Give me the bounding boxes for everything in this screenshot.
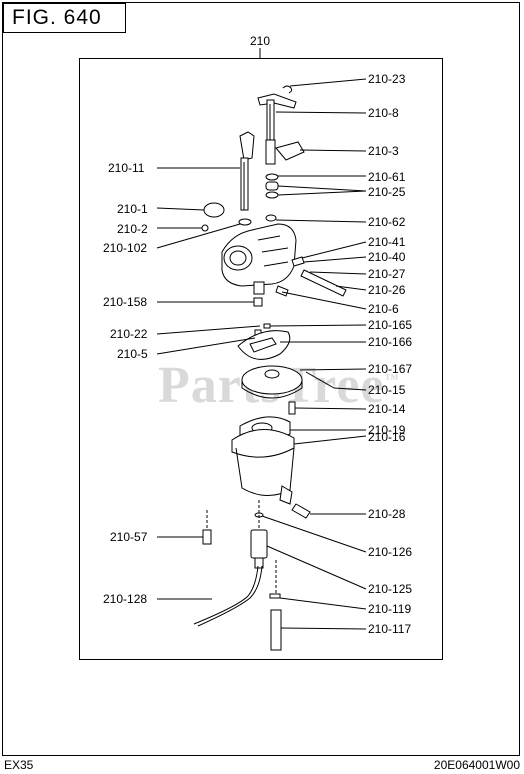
part-float [241,365,303,399]
part-seal [265,181,279,191]
part-washer [265,191,279,199]
callout-210-128[interactable]: 210-128 [103,592,148,606]
part-drain-screw [202,529,212,545]
callout-210-167[interactable]: 210-167 [368,362,413,376]
callout-210-28[interactable]: 210-28 [368,507,406,521]
part-gasket [237,330,291,360]
callout-210-166[interactable]: 210-166 [368,335,413,349]
part-pin [300,269,347,297]
watermark-mark: ™ [384,372,400,388]
part-screw [201,224,209,232]
callout-210-27[interactable]: 210-27 [368,267,406,281]
assembly-frame [79,58,443,660]
part-throttle-plate [275,141,305,161]
page-frame [2,2,520,756]
callout-210-1[interactable]: 210-1 [117,202,148,216]
part-throttle-lever [257,93,297,165]
callout-210-22[interactable]: 210-22 [110,327,148,341]
callout-210-25[interactable]: 210-25 [368,185,406,199]
callout-210-119[interactable]: 210-119 [368,602,412,616]
part-clip [282,85,293,94]
part-washer [265,173,279,181]
part-float-needle [288,401,296,415]
part-choke-shaft [239,131,255,211]
callout-210-102[interactable]: 210-102 [103,241,148,255]
part-ring [265,214,277,222]
callout-210-3[interactable]: 210-3 [368,144,399,158]
drawing-code: 20E064001W00 [433,758,520,772]
callout-210-41[interactable]: 210-41 [368,235,406,249]
callout-210-26[interactable]: 210-26 [368,283,406,297]
callout-210-126[interactable]: 210-126 [368,545,413,559]
part-pipe [270,609,282,651]
callout-210-19[interactable]: 210-19 [368,423,406,437]
callout-210-16[interactable]: 210-16 [368,430,406,444]
callout-210-2[interactable]: 210-2 [117,222,148,236]
part-bowl-bolt [291,503,311,519]
part-float-bowl [231,429,295,505]
callout-210-61[interactable]: 210-61 [368,170,406,184]
callout-210-57[interactable]: 210-57 [110,530,148,544]
part-wire-harness [193,565,263,627]
callout-210-158[interactable]: 210-158 [103,295,148,309]
callout-210-14[interactable]: 210-14 [368,402,406,416]
callout-210-8[interactable]: 210-8 [368,106,399,120]
part-float-pin [305,371,335,389]
part-spring [291,256,305,267]
callout-210-23[interactable]: 210-23 [368,72,406,86]
assembly-number: 210 [249,34,271,48]
part-ring [263,323,271,329]
leader-lines [156,78,367,630]
part-ring [238,218,252,226]
callout-210-165[interactable]: 210-165 [368,318,413,332]
part-screw [275,285,289,297]
callout-210-40[interactable]: 210-40 [368,250,406,264]
callout-210-11[interactable]: 210-11 [108,161,145,175]
model-code: EX35 [4,758,34,772]
callout-210-62[interactable]: 210-62 [368,215,406,229]
part-jet [253,297,263,307]
part-seal [269,593,281,599]
part-carburetor-body [221,223,297,295]
callout-210-125[interactable]: 210-125 [368,582,413,596]
figure-title: FIG. 640 [3,3,126,33]
part-choke-plate [203,202,225,218]
callout-210-117[interactable]: 210-117 [368,622,412,636]
callout-210-15[interactable]: 210-15 [368,383,406,397]
part-fuel-cut-solenoid [250,529,268,569]
callout-210-5[interactable]: 210-5 [117,347,148,361]
callout-210-6[interactable]: 210-6 [368,302,399,316]
